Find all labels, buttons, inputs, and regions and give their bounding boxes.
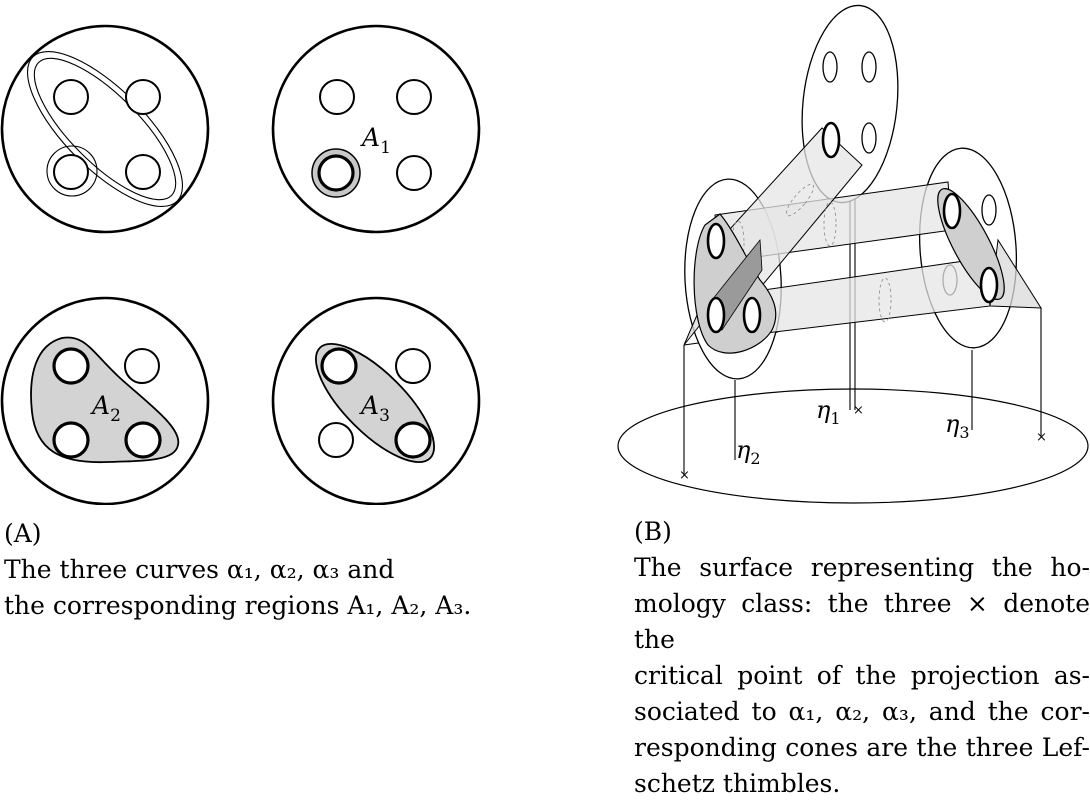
- eta-3-label: η3: [945, 410, 970, 442]
- critical-mark-right: ×: [1036, 430, 1047, 445]
- subfigure-b-diagram: × × × η1 η2 η3: [617, 4, 1089, 504]
- caption-b-line-2: mology class: the three × denote the: [634, 589, 1090, 654]
- caption-b: (B) The surface representing the ho- mol…: [634, 514, 1090, 802]
- panel-region-a3: A3: [271, 296, 481, 505]
- caption-b-line-6: schetz thimbles.: [634, 769, 841, 798]
- region-a3-label: A3: [359, 391, 390, 426]
- panel-region-a1: A1: [271, 24, 481, 234]
- caption-b-tag: (B): [634, 517, 672, 546]
- subfigure-a-diagram: A1 A2 A3: [0, 24, 481, 505]
- eta-2-label: η2: [736, 436, 761, 468]
- critical-mark-center: ×: [853, 403, 864, 418]
- caption-a: (A) The three curves α₁, α₂, α₃ and the …: [4, 516, 524, 624]
- caption-b-line-3: critical point of the projection as-: [634, 661, 1090, 690]
- top-fibre-bold-hole: [821, 121, 841, 159]
- base-plane-ellipse: [617, 388, 1089, 504]
- caption-b-line-5: responding cones are the three Lef-: [634, 733, 1090, 762]
- region-a2-label: A2: [90, 391, 121, 426]
- critical-point-marks: × × ×: [679, 403, 1047, 483]
- caption-a-tag: (A): [4, 519, 42, 548]
- caption-a-line-1: The three curves α₁, α₂, α₃ and: [4, 555, 395, 584]
- thimble-band-seams: [731, 183, 892, 323]
- left-fibre-holes: [706, 222, 762, 334]
- panel-curves: [0, 24, 210, 234]
- right-fibre-holes: [942, 192, 999, 304]
- caption-a-line-2: the corresponding regions A₁, A₂, A₃.: [4, 591, 472, 620]
- panel-region-a2: A2: [0, 296, 210, 505]
- eta-1-label: η1: [816, 396, 841, 428]
- region-a1-label: A1: [360, 123, 391, 158]
- caption-b-line-1: The surface representing the ho-: [634, 553, 1090, 582]
- critical-mark-left: ×: [679, 468, 690, 483]
- caption-b-line-4: sociated to α₁, α₂, α₃, and the cor-: [634, 697, 1090, 726]
